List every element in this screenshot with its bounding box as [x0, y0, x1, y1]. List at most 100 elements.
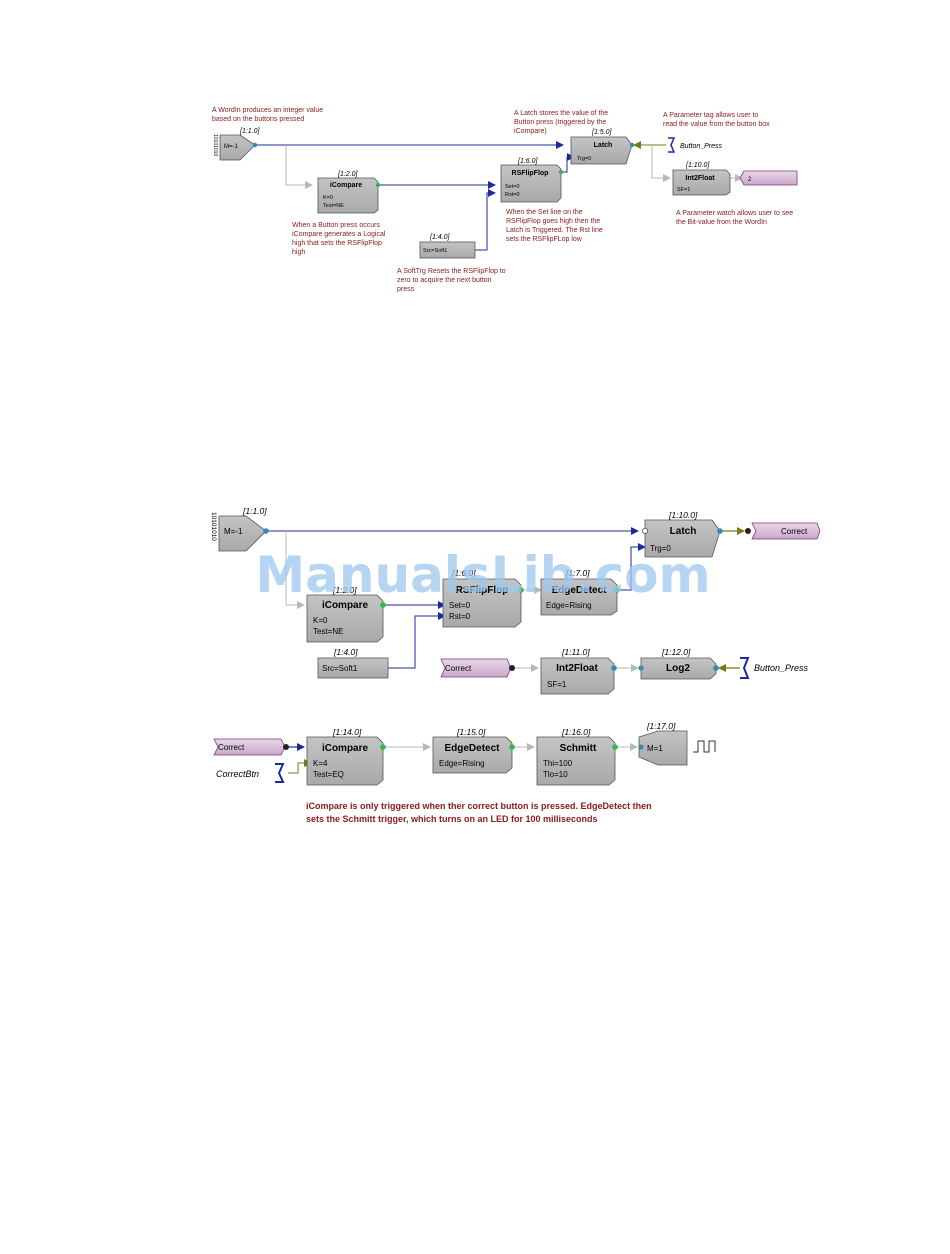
d1-wordin-id: [1:1.0]: [239, 128, 261, 135]
diagram-1: [1:1.0] M=-1 10101010 [1:2.0] iCompare K…: [212, 107, 798, 293]
d1-icompare-block[interactable]: [1:2.0] iCompare K=0 Test=NE: [317, 171, 381, 214]
d2-latch-trg: Trg=0: [650, 544, 671, 553]
d2-icompare1-block[interactable]: [1:2.0] iCompare K=0 Test=NE: [306, 585, 386, 643]
d2-edgedetect1-title: EdgeDetect: [551, 585, 607, 596]
d2-button-press-label: Button_Press: [754, 663, 809, 673]
d2-correct-output-label: Correct: [781, 527, 808, 536]
d2-latch-block[interactable]: [1:10.0] Latch Trg=0: [642, 510, 723, 558]
d2-softtrg-block[interactable]: [1:4.0] Src=Soft1: [317, 647, 389, 679]
wire2-wordin-icompare: [285, 531, 305, 609]
d1-int2float-sf: SF=1: [677, 187, 690, 193]
d2-log2-id: [1:12.0]: [661, 647, 691, 657]
d2-correct-input-2-label: Correct: [218, 743, 245, 752]
d2-latch-title: Latch: [670, 526, 697, 537]
d1-rsflipflop-block[interactable]: [1:6.0] RSFlipFlop Set=0 Rst=0: [500, 158, 564, 203]
d1-wordin-block[interactable]: [1:1.0] M=-1 10101010: [212, 128, 261, 161]
d2-icompare1-id: [1:2.0]: [332, 585, 357, 595]
d2-icompare1-k: K=0: [313, 616, 328, 625]
diagram-2: [1:1.0] M=-1 10101010 [1:10.0] Latch Trg…: [210, 506, 821, 824]
d2-schmitt-thi: Thi=100: [543, 759, 573, 768]
note-set-line: When the Set line on the RSFlipFlop goes…: [506, 209, 605, 243]
d1-annotations: A WordIn produces an integer value based…: [212, 107, 793, 293]
d1-softtrg-block[interactable]: [1:4.0] Src=Soft1: [419, 234, 476, 259]
d2-icompare2-title: iCompare: [322, 743, 369, 754]
d1-icompare-id: [1:2.0]: [337, 171, 359, 178]
d2-edgedetect2-block[interactable]: [1:15.0] EdgeDetect Edge=Rising: [432, 727, 515, 774]
d2-log2-block[interactable]: [1:12.0] Log2: [638, 647, 719, 680]
d1-latch-title: Latch: [594, 142, 613, 149]
wire-wordin-icompare: [285, 145, 313, 189]
note-icompare: When a Button press occurs iCompare gene…: [292, 222, 387, 256]
d2-latch-id: [1:10.0]: [668, 510, 698, 520]
d1-button-press-label: Button_Press: [680, 143, 723, 150]
d2-correct-input-1-label: Correct: [445, 664, 472, 673]
d2-wordin-block[interactable]: [1:1.0] M=-1 10101010: [210, 506, 269, 552]
d1-softtrg-param: Src=Soft1: [423, 248, 447, 254]
square-wave-icon: [693, 740, 716, 753]
d2-edgedetect2-id: [1:15.0]: [456, 727, 486, 737]
d2-schmitt-tlo: Tlo=10: [543, 770, 568, 779]
wire-rsflipflop-latch: [561, 153, 575, 173]
d1-param-watch-value: 2: [748, 177, 752, 183]
d2-caption: iCompare is only triggered when ther cor…: [306, 801, 654, 824]
wire2-softtrg-rst: [388, 612, 446, 669]
d2-edgedetect2-title: EdgeDetect: [444, 743, 500, 754]
d2-correct-output-tag[interactable]: Correct: [745, 522, 821, 540]
diagram-2-wires: [266, 527, 745, 774]
diagram-1-wires: [256, 141, 743, 251]
d2-edgedetect2-edge: Edge=Rising: [439, 759, 485, 768]
d2-edgedetect1-id: [1:7.0]: [565, 568, 590, 578]
wire2-edgedetect-latch: [617, 543, 646, 591]
d1-latch-trg: Trg=0: [577, 156, 591, 162]
d2-int2float-block[interactable]: [1:11.0] Int2Float SF=1: [540, 647, 617, 695]
d1-int2float-title: Int2Float: [685, 175, 715, 182]
d1-wordin-bits: 10101010: [212, 134, 218, 156]
d2-icompare2-id: [1:14.0]: [332, 727, 362, 737]
d2-icompare2-block[interactable]: [1:14.0] iCompare K=4 Test=EQ: [306, 727, 386, 786]
d1-param-watch[interactable]: 2: [739, 170, 798, 186]
d1-icompare-test: Test=NE: [323, 203, 344, 209]
d1-button-press-tag[interactable]: Button_Press: [668, 137, 723, 153]
note-softtrg: A SoftTrg Resets the RSFlipFlop to zero …: [397, 268, 508, 293]
note-latch: A Latch stores the value of the Button p…: [514, 110, 610, 135]
d1-rsflipflop-rst: Rst=0: [505, 192, 520, 198]
d2-schmitt-title: Schmitt: [560, 743, 597, 754]
d2-wordin-id: [1:1.0]: [242, 506, 267, 516]
note-wordin: A WordIn produces an integer value based…: [212, 107, 325, 123]
d1-latch-id: [1:5.0]: [591, 129, 613, 136]
d2-rsflipflop-rst: Rst=0: [449, 612, 471, 621]
d1-latch-block[interactable]: [1:5.0] Latch Trg=0: [570, 129, 635, 165]
d2-icompare1-title: iCompare: [322, 600, 369, 611]
d2-int2float-title: Int2Float: [556, 663, 598, 674]
d2-edgedetect1-edge: Edge=Rising: [546, 601, 592, 610]
watermark-text: ManualsLib.com: [255, 546, 710, 604]
d2-icompare2-test: Test=EQ: [313, 770, 344, 779]
d1-icompare-title: iCompare: [330, 182, 362, 189]
d1-rsflipflop-title: RSFlipFlop: [512, 170, 549, 177]
d2-correctbtn-tag[interactable]: CorrectBtn: [216, 763, 285, 783]
d2-wordout-block[interactable]: [1:17.0] M=1: [638, 721, 716, 766]
d2-schmitt-block[interactable]: [1:16.0] Schmitt Thi=100 Tlo=10: [536, 727, 618, 786]
d2-wordin-bits: 10101010: [210, 512, 217, 541]
d2-wordout-param: M=1: [647, 744, 663, 753]
d1-rsflipflop-set: Set=0: [505, 184, 520, 190]
d2-correct-input-tag-1[interactable]: Correct: [440, 658, 515, 678]
d2-edgedetect1-block[interactable]: [1:7.0] EdgeDetect Edge=Rising: [540, 568, 620, 616]
d2-correctbtn-label: CorrectBtn: [216, 769, 259, 779]
d2-correct-input-tag-2[interactable]: Correct: [213, 738, 289, 756]
note-param-tag: A Parameter tag allows user to read the …: [663, 112, 770, 128]
d1-int2float-id: [1:10.0]: [685, 162, 710, 169]
d2-icompare1-test: Test=NE: [313, 627, 343, 636]
d2-rsflipflop-set: Set=0: [449, 601, 471, 610]
d2-rsflipflop-block[interactable]: [1:6.0] RSFlipFlop Set=0 Rst=0: [442, 568, 524, 628]
wire-latch-int2float: [651, 145, 671, 182]
d2-wordout-id: [1:17.0]: [646, 721, 676, 731]
d2-icompare2-k: K=4: [313, 759, 328, 768]
d1-icompare-k: K=0: [323, 195, 333, 201]
d1-int2float-block[interactable]: [1:10.0] Int2Float SF=1: [672, 162, 731, 196]
d1-wordin-param: M=-1: [224, 144, 239, 150]
d2-rsflipflop-id: [1:6.0]: [451, 568, 476, 578]
d2-button-press-tag[interactable]: Button_Press: [740, 657, 809, 679]
d1-rsflipflop-id: [1:6.0]: [517, 158, 539, 165]
